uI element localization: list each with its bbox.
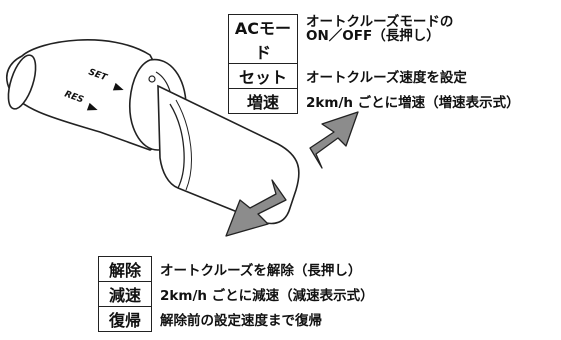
table-row: 増速 2km/h ごとに増速（増速表示式） — [228, 88, 520, 114]
table-row: 解除 オートクルーズを解除（長押し） — [98, 256, 375, 282]
decel-key: 減速 — [98, 281, 152, 307]
set-desc: オートクルーズ速度を設定 — [306, 70, 467, 86]
ac-mode-desc: オートクルーズモードの ON／OFF（長押し） — [306, 13, 454, 44]
cancel-key: 解除 — [98, 256, 152, 282]
resume-desc: 解除前の設定速度まで復帰 — [160, 313, 322, 329]
lower-function-table: 解除 オートクルーズを解除（長押し） 減速 2km/h ごとに減速（減速表示式）… — [98, 256, 375, 332]
decel-desc: 2km/h ごとに減速（減速表示式） — [160, 288, 374, 304]
set-key: セット — [228, 63, 298, 89]
resume-key: 復帰 — [98, 306, 152, 332]
accel-desc: 2km/h ごとに増速（増速表示式） — [306, 95, 520, 111]
lever-end-cap — [7, 54, 37, 110]
upper-function-table: ACモード オートクルーズモードの ON／OFF（長押し） セット オートクルー… — [228, 14, 520, 114]
up-arrow-icon — [309, 111, 359, 169]
indicator-dot — [148, 75, 156, 83]
accel-key: 増速 — [228, 88, 298, 114]
table-row: セット オートクルーズ速度を設定 — [228, 63, 520, 89]
down-arrow-icon — [225, 179, 287, 237]
set-arrow-icon — [112, 82, 124, 91]
table-row: 復帰 解除前の設定速度まで復帰 — [98, 306, 375, 332]
table-row: 減速 2km/h ごとに減速（減速表示式） — [98, 281, 375, 307]
cancel-desc: オートクルーズを解除（長押し） — [160, 263, 362, 279]
res-arrow-icon — [86, 102, 98, 111]
lever-knob — [157, 84, 300, 225]
table-row: ACモード オートクルーズモードの ON／OFF（長押し） — [228, 13, 520, 64]
ac-mode-key: ACモード — [228, 14, 298, 64]
